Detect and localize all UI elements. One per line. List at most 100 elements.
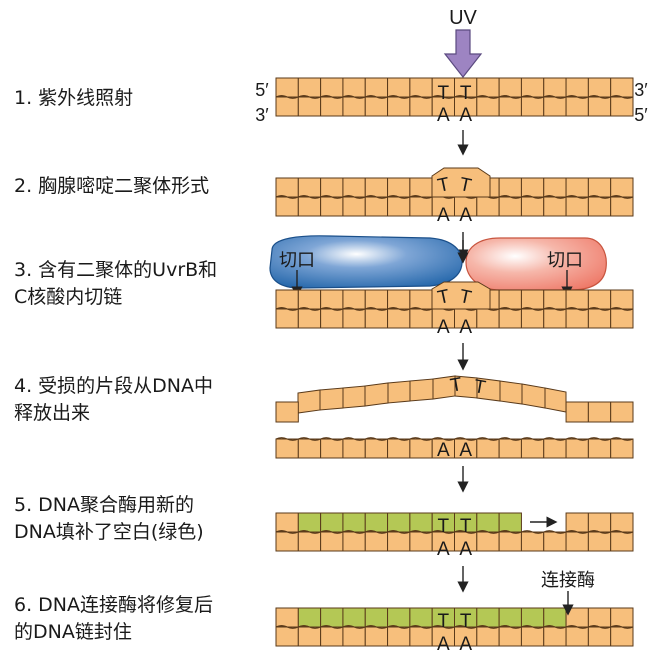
nucleotide-block (498, 308, 522, 329)
uv-label: UV (449, 7, 477, 29)
step-4-label: 4. 受损的片段从DNA中 释放出来 (14, 375, 214, 424)
nucleotide-block (342, 531, 366, 552)
nucleotide-block (297, 512, 322, 533)
nucleotide-block (409, 289, 433, 310)
nucleotide-block (520, 607, 545, 628)
nucleotide-block (275, 626, 299, 647)
nucleotide-block (275, 308, 299, 329)
dna-duplex-step1 (275, 77, 634, 117)
nucleotide-block (476, 308, 500, 329)
nucleotide-block (543, 177, 567, 198)
nucleotide-block (364, 308, 389, 329)
nucleotide-block (409, 77, 433, 98)
nucleotide-block (498, 512, 522, 533)
nucleotide-block (297, 308, 322, 329)
nucleotide-block (320, 289, 344, 310)
nucleotide-block (565, 196, 589, 217)
nucleotide-block (565, 289, 589, 310)
nucleotide-block (476, 512, 500, 533)
top-strand (275, 512, 522, 534)
step-2-label: 2. 胸腺嘧啶二聚体形式 (14, 175, 210, 197)
nucleotide-block (565, 626, 589, 647)
nucleotide-block (364, 531, 389, 552)
nucleotide-block (320, 512, 344, 533)
nucleotide-block (587, 607, 612, 628)
nucleotide-block (565, 177, 589, 198)
nucleotide-block (565, 531, 589, 552)
nucleotide-block (275, 77, 299, 98)
nucleotide-block (364, 607, 389, 628)
base-pair-step1-t1: T (438, 83, 450, 104)
dna-duplex-step6 (275, 607, 634, 647)
nucleotide-block (587, 196, 612, 217)
nucleotide-block (476, 626, 500, 647)
nucleotide-block (543, 289, 567, 310)
nucleotide-block (275, 177, 299, 198)
nucleotide-block (520, 177, 545, 198)
nucleotide-block (364, 512, 389, 533)
nucleotide-block (520, 626, 545, 647)
step-6-label: 6. DNA连接酶将修复后 的DNA链封住 (14, 594, 214, 643)
nucleotide-block (409, 531, 433, 552)
cut-label-right: 切口 (547, 250, 583, 270)
nucleotide-block (520, 308, 545, 329)
nucleotide-block (587, 177, 612, 198)
thymine-dimer-bulge-3 (431, 281, 491, 310)
nucleotide-block (543, 438, 567, 459)
nucleotide-block (275, 512, 299, 533)
fragment-t1: T (449, 374, 464, 397)
nucleotide-block (387, 77, 411, 98)
nucleotide-block (476, 438, 500, 459)
five-prime-right: 5′ (634, 105, 648, 125)
nucleotide-block (275, 531, 299, 552)
base-pair-step3-a1: A (437, 317, 450, 338)
nucleotide-block (498, 531, 522, 552)
nucleotide-block (297, 607, 322, 628)
nucleotide-block (610, 512, 634, 533)
fragment-block (364, 382, 389, 407)
nucleotide-block (520, 77, 545, 98)
nucleotide-block (476, 96, 500, 117)
nucleotide-block (320, 308, 344, 329)
strand-inner-edge (275, 625, 634, 629)
nucleotide-block (565, 96, 589, 117)
nucleotide-block (587, 512, 612, 533)
step-1-label: 1. 紫外线照射 (14, 87, 134, 109)
top-strand-stub-right (587, 401, 612, 423)
nucleotide-block (342, 96, 366, 117)
nucleotide-block (587, 626, 612, 647)
nucleotide-block (342, 308, 366, 329)
nucleotide-block (587, 531, 612, 552)
bottom-strand (275, 195, 634, 217)
base-pair-step2-a2: A (459, 205, 472, 226)
base-pair-step6-t1: T (438, 611, 450, 632)
step-3-label: 3. 含有二聚体的UvrB和 C核酸内切链 (14, 259, 218, 308)
strand-inner-edge (275, 530, 634, 534)
nucleotide-block (565, 308, 589, 329)
nucleotide-block (543, 308, 567, 329)
nucleotide-block (498, 289, 522, 310)
nucleotide-block (498, 626, 522, 647)
top-strand (565, 512, 634, 534)
nucleotide-block (409, 196, 433, 217)
nucleotide-block (364, 177, 389, 198)
nucleotide-block (610, 177, 634, 198)
nucleotide-block (320, 438, 344, 459)
nucleotide-block (364, 196, 389, 217)
dna-duplex-step3 (275, 289, 634, 329)
nucleotide-block (498, 77, 522, 98)
nucleotide-block (610, 96, 634, 117)
base-pair-step2-t1: T (436, 174, 452, 197)
base-pair-step6-t2: T (460, 611, 472, 632)
nucleotide-block (476, 77, 500, 98)
top-strand-stub-right (565, 401, 589, 423)
nucleotide-block (587, 77, 612, 98)
nucleotide-block (387, 626, 411, 647)
nucleotide-block (610, 607, 634, 628)
base-pair-step2-t2: T (457, 174, 473, 197)
nucleotide-block (610, 438, 634, 459)
nucleotide-block (275, 607, 299, 628)
base-pair-step2-a1: A (437, 205, 450, 226)
fragment-block (342, 385, 366, 409)
nucleotide-block (320, 607, 344, 628)
